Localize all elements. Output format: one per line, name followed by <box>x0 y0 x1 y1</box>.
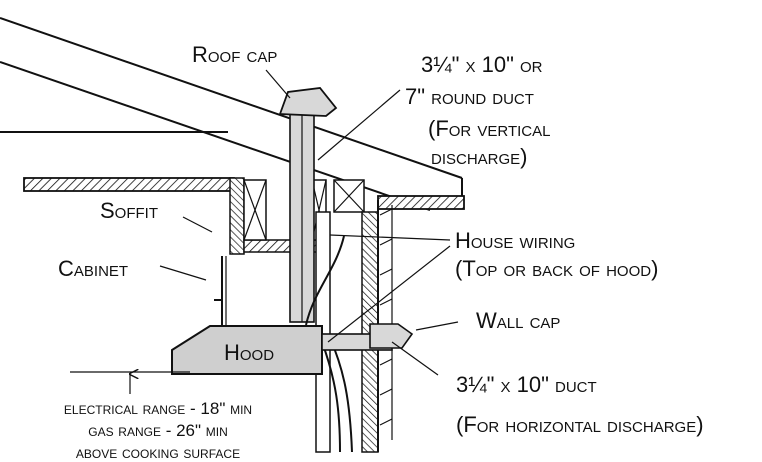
house-wiring-label-line1: House wiring <box>455 228 575 253</box>
clearance-label-line3: above cooking surface <box>76 443 240 462</box>
clearance-label-line2: gas range - 26" min <box>88 421 228 440</box>
labels: Roof cap 3¼" x 10" or 7" round duct (For… <box>58 42 704 462</box>
vertical-duct-label-line3: (For vertical <box>428 116 550 141</box>
vertical-duct-label-line4: discharge) <box>431 144 528 169</box>
leader-lines <box>70 69 459 394</box>
wall-cap-label: Wall cap <box>476 308 560 333</box>
house-wiring-label-line2: (Top or back of hood) <box>455 256 658 281</box>
soffit-label: Soffit <box>100 198 158 223</box>
horizontal-duct-label-line1: 3¼" x 10" duct <box>456 372 597 397</box>
clearance-label-line1: electrical range - 18" min <box>64 399 252 418</box>
horizontal-duct <box>321 323 414 351</box>
hood-label: Hood <box>224 340 274 365</box>
vertical-duct-label-line2: 7" round duct <box>405 84 534 109</box>
cabinet-label: Cabinet <box>58 256 128 281</box>
roof-cap <box>278 87 338 117</box>
roof-cap-label: Roof cap <box>192 42 277 67</box>
cabinet <box>214 256 227 326</box>
horizontal-duct-label-line2: (For horizontal discharge) <box>456 412 704 437</box>
vertical-duct-label-line1: 3¼" x 10" or <box>421 52 543 77</box>
vertical-duct <box>289 111 315 323</box>
